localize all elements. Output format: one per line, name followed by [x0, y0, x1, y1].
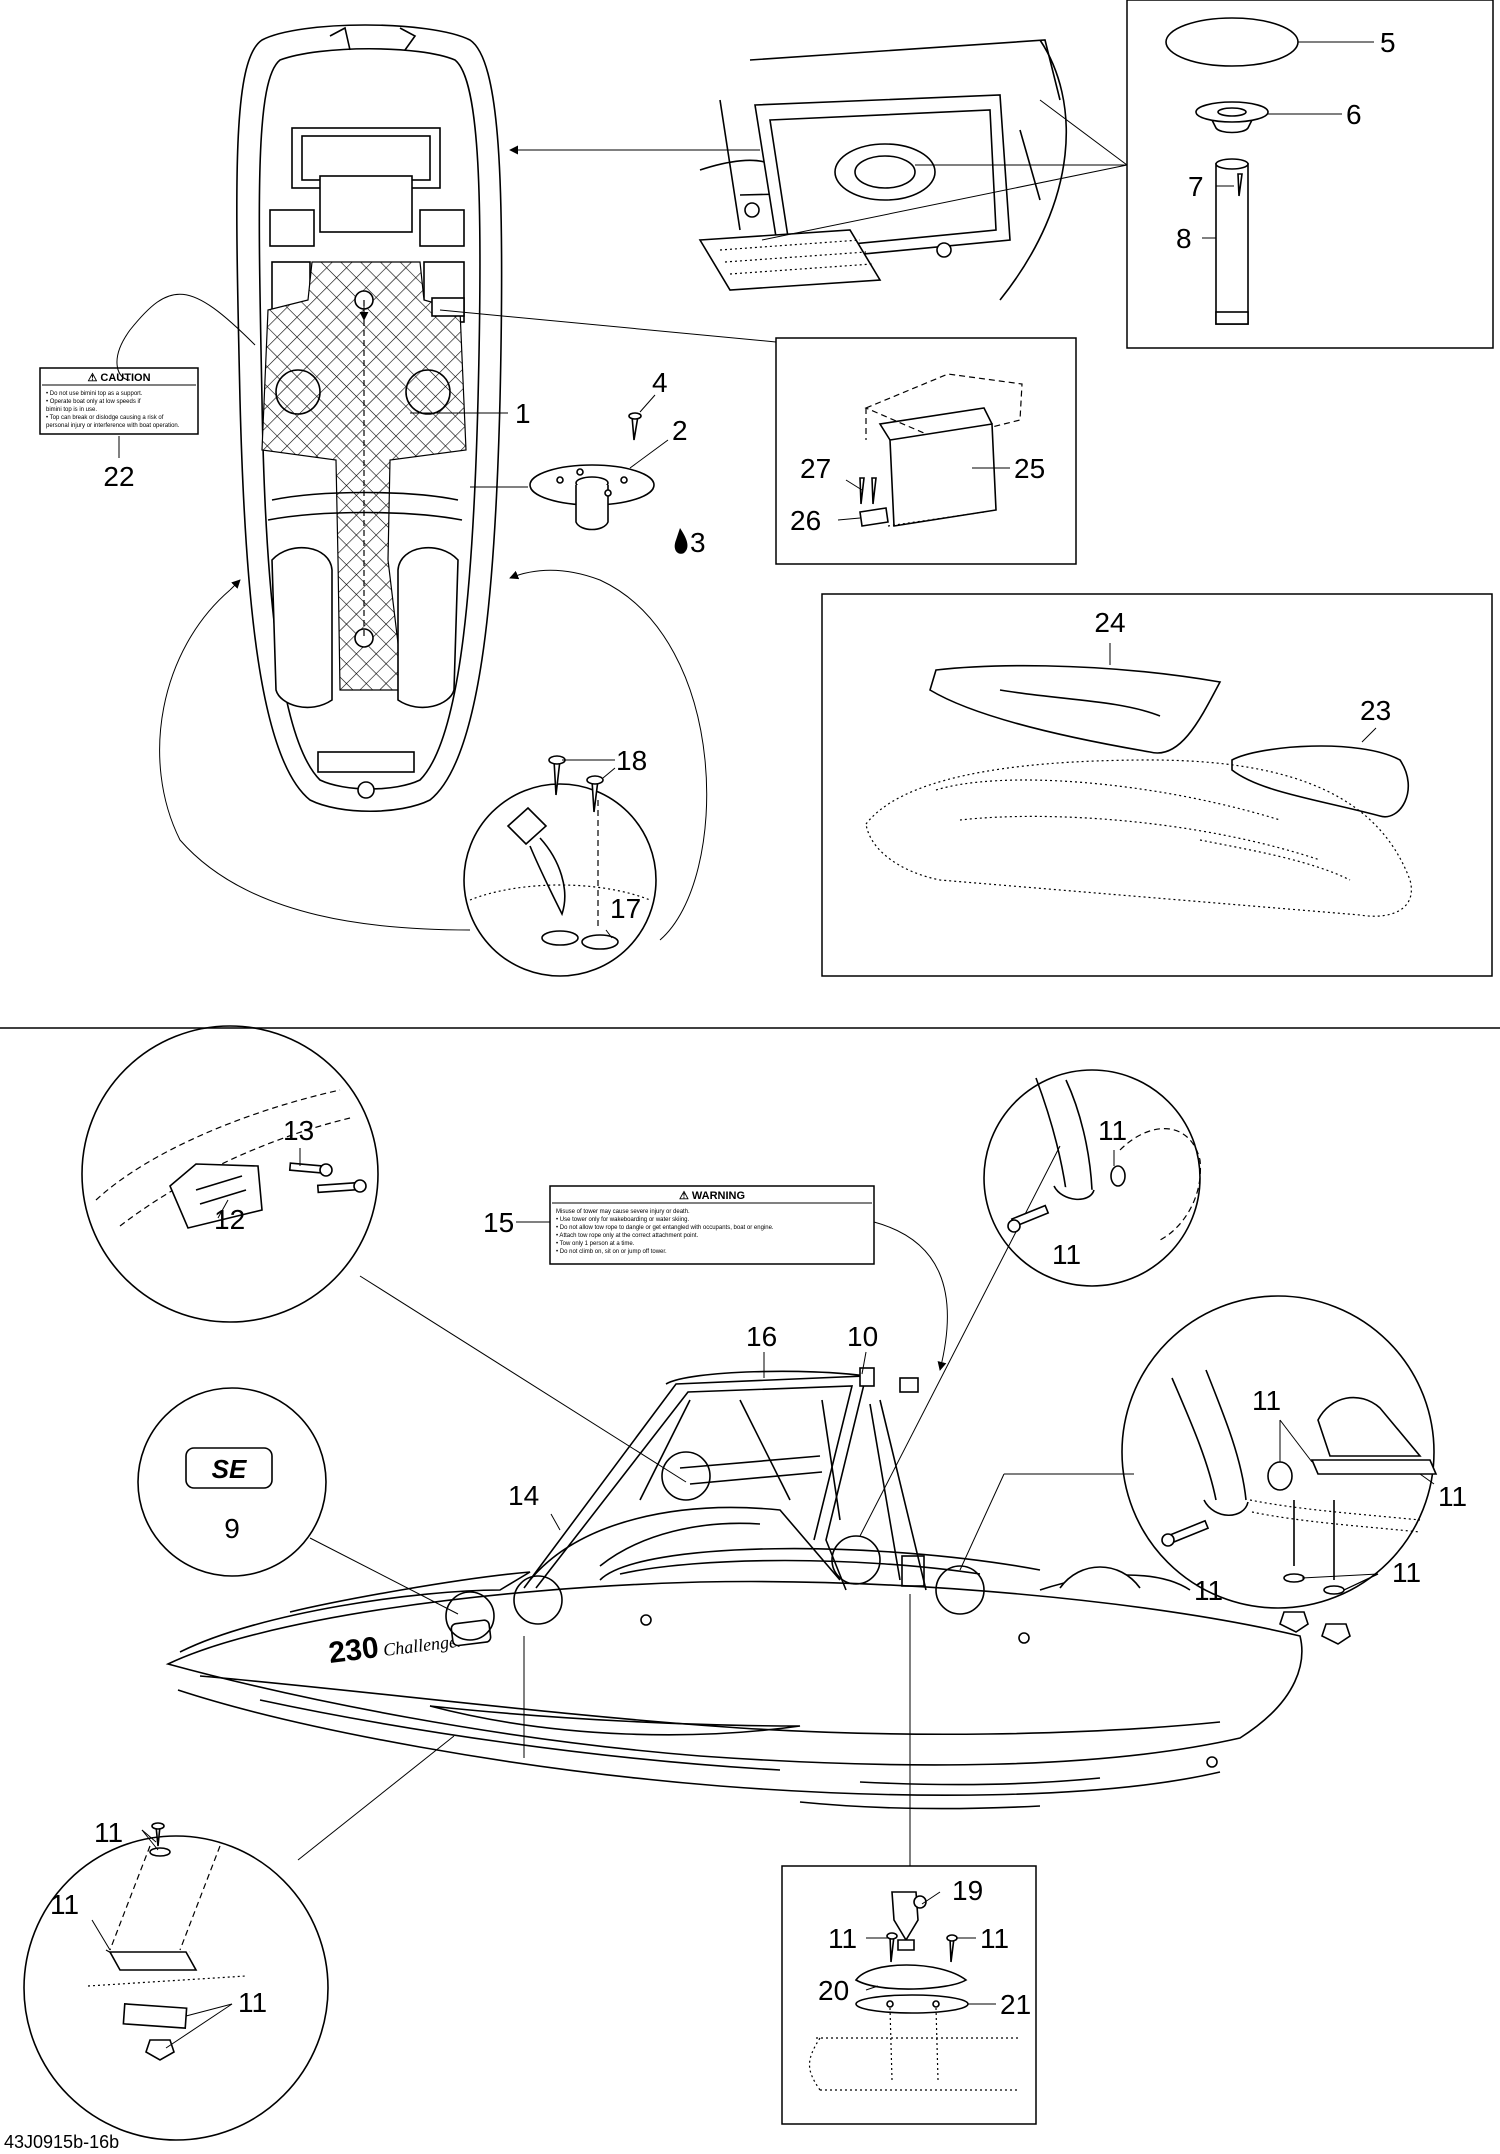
callout-11-g: 11: [94, 1817, 123, 1848]
warning-title: ⚠ WARNING: [679, 1190, 745, 1202]
warning-line-3: • Do not allow tow rope to dangle or get…: [556, 1225, 774, 1231]
table-parts: [1165, 17, 1299, 325]
callout-3: 3: [690, 527, 706, 558]
callout-11-e: 11: [1194, 1575, 1223, 1606]
tower-rear-mount-detail: [1121, 1295, 1438, 1645]
mirror-detail: [81, 1025, 379, 1323]
caution-line-1: • Do not use bimini top as a support.: [46, 391, 143, 397]
callout-25: 25: [1014, 453, 1045, 484]
reference-code: 43J0915b-16b: [4, 2132, 119, 2152]
callout-15: 15: [483, 1207, 514, 1238]
callout-6: 6: [1346, 99, 1362, 130]
warning-line-5: • Tow only 1 person at a time.: [556, 1241, 635, 1247]
callout-11-b: 11: [1052, 1239, 1081, 1270]
warning-line-1: Misuse of tower may cause severe injury …: [556, 1209, 690, 1215]
caution-line-5: personal injury or interference with boa…: [46, 423, 180, 429]
callout-1: 1: [515, 398, 531, 429]
callout-22: 22: [103, 461, 134, 492]
storage-bin-box: [775, 337, 1077, 565]
deck-flange-part: [529, 464, 655, 531]
callout-8: 8: [1176, 223, 1192, 254]
callout-17: 17: [610, 893, 641, 924]
callout-10: 10: [847, 1321, 878, 1352]
caution-line-2: • Operate boat only at low speeds if: [46, 399, 141, 405]
callout-11-i: 11: [238, 1987, 267, 2018]
table-parts-box: [1126, 0, 1494, 349]
boat-side-view: 230 Challenger: [165, 1367, 1303, 1810]
callout-14: 14: [508, 1480, 539, 1511]
caution-label: ⚠ CAUTION • Do not use bimini top as a s…: [39, 367, 199, 435]
callout-11-d: 11: [1438, 1481, 1467, 1512]
callout-20: 20: [818, 1975, 849, 2006]
callout-11-a: 11: [1098, 1115, 1127, 1146]
callout-13: 13: [283, 1115, 314, 1146]
boat-top-view: [236, 24, 503, 813]
warning-label: ⚠ WARNING Misuse of tower may cause seve…: [549, 1185, 875, 1265]
hull-model-number: 230: [327, 1631, 381, 1670]
callout-18: 18: [616, 745, 647, 776]
callout-11-k: 11: [980, 1923, 1009, 1954]
droplet-icon: [674, 528, 688, 554]
callout-12: 12: [214, 1204, 245, 1235]
callout-16: 16: [746, 1321, 777, 1352]
callout-11-h: 11: [50, 1889, 79, 1920]
tow-eye-parts: [808, 1891, 1020, 2091]
caution-line-4: • Top can break or dislodge causing a ri…: [46, 415, 164, 421]
warning-line-2: • Use tower only for wakeboarding or wat…: [556, 1217, 689, 1223]
storage-bin-parts: [859, 373, 1023, 527]
callout-4: 4: [652, 367, 668, 398]
warning-line-4: • Attach tow rope only at the correct at…: [556, 1233, 699, 1239]
callout-23: 23: [1360, 695, 1391, 726]
callout-26: 26: [790, 505, 821, 536]
callout-27: 27: [800, 453, 831, 484]
badge-text: SE: [212, 1454, 247, 1484]
tower-front-mount-detail: [983, 1069, 1202, 1287]
callout-11-c: 11: [1252, 1385, 1281, 1416]
callout-21: 21: [1000, 1989, 1031, 2020]
storage-compartment-view: [698, 39, 1067, 301]
callout-2: 2: [672, 415, 688, 446]
callout-11-j: 11: [828, 1923, 857, 1954]
seat-covers-parts: [865, 664, 1412, 917]
seat-covers-box: [821, 593, 1493, 977]
callout-9: 9: [224, 1513, 240, 1544]
tow-eye-box: [781, 1865, 1037, 2125]
badge-detail: SE: [137, 1387, 327, 1577]
tower-foot-detail: [23, 1822, 329, 2141]
caution-line-3: bimini top is in use.: [46, 407, 97, 413]
tie-down-detail: [463, 755, 657, 977]
caution-title: ⚠ CAUTION: [87, 372, 150, 384]
callout-24: 24: [1094, 607, 1125, 638]
warning-line-6: • Do not climb on, sit on or jump off to…: [556, 1249, 667, 1255]
callout-11-f: 11: [1392, 1557, 1421, 1588]
callout-7: 7: [1188, 171, 1204, 202]
callout-19: 19: [952, 1875, 983, 1906]
callout-5: 5: [1380, 27, 1396, 58]
